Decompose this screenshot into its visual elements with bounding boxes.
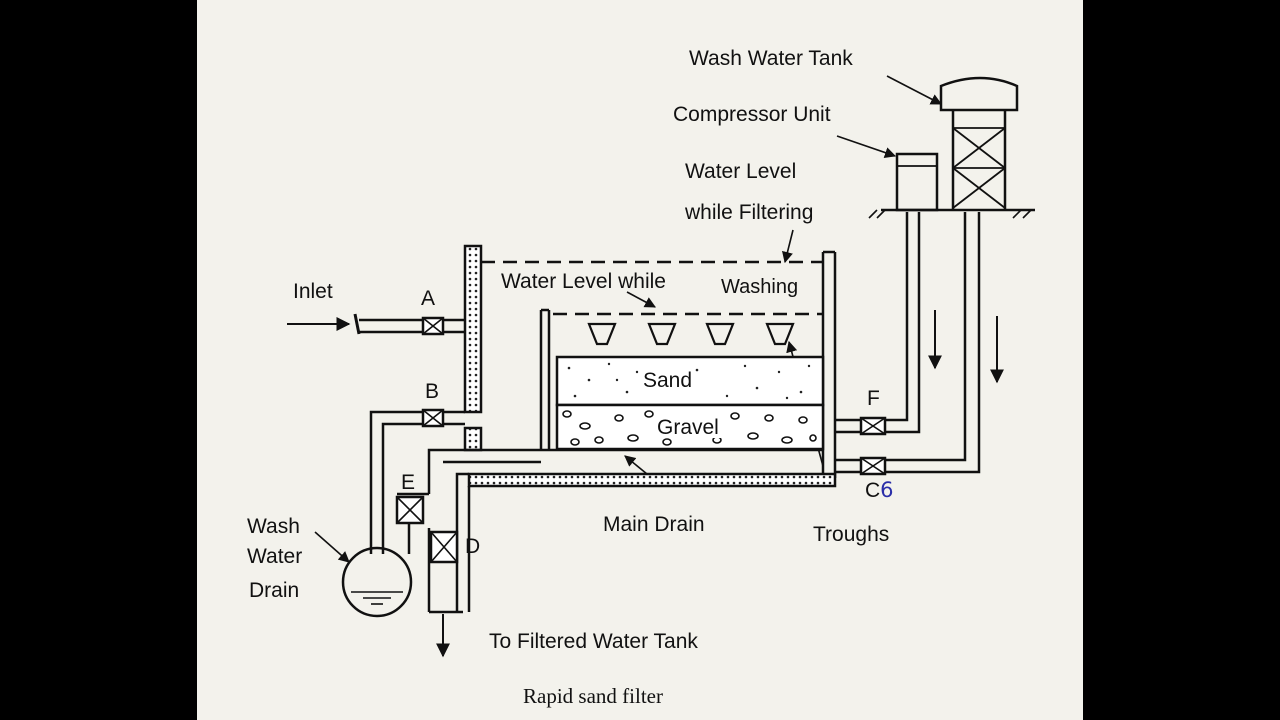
water-level-filtering-label-1: Water Level xyxy=(685,160,797,183)
valve-e-label: E xyxy=(401,471,416,494)
gravel-layer xyxy=(555,403,825,451)
left-chamber-wall xyxy=(463,244,483,452)
rapid-sand-filter-drawing xyxy=(287,75,1035,658)
wash-water-drain-tank xyxy=(341,546,413,618)
valve-d-label: D xyxy=(465,535,481,558)
to-filtered-water-tank-label: To Filtered Water Tank xyxy=(489,630,698,653)
figure-caption: Rapid sand filter xyxy=(523,684,663,708)
valve-c-label: C6 xyxy=(865,478,894,502)
main-drain-base xyxy=(467,472,837,488)
handwritten-mark: 6 xyxy=(880,478,894,502)
compressor-unit-label: Compressor Unit xyxy=(673,103,831,126)
sand-label: Sand xyxy=(643,369,693,392)
troughs xyxy=(587,322,795,346)
valve-b-label: B xyxy=(425,380,440,403)
wash-water-tank xyxy=(939,76,1019,210)
gravel-label: Gravel xyxy=(655,416,721,439)
valve-f-label: F xyxy=(867,387,880,410)
wash-water-tank-label: Wash Water Tank xyxy=(689,47,853,70)
valve-a-label: A xyxy=(421,287,436,310)
inlet-label: Inlet xyxy=(293,280,333,303)
compressor-unit xyxy=(895,152,939,212)
water-level-filtering-label-2: while Filtering xyxy=(685,201,814,224)
main-drain-label: Main Drain xyxy=(603,513,705,536)
water-level-washing-label-b: Washing xyxy=(721,276,799,298)
wash-water-drain-label-1: Wash xyxy=(247,515,300,538)
water-level-washing-label-a: Water Level while xyxy=(501,270,666,293)
diagram-page: Wash Water Tank Compressor Unit Water Le… xyxy=(197,0,1083,720)
wash-water-drain-label-2: Water xyxy=(247,545,303,568)
wash-water-drain-label-3: Drain xyxy=(249,579,300,602)
troughs-label: Troughs xyxy=(813,523,890,546)
